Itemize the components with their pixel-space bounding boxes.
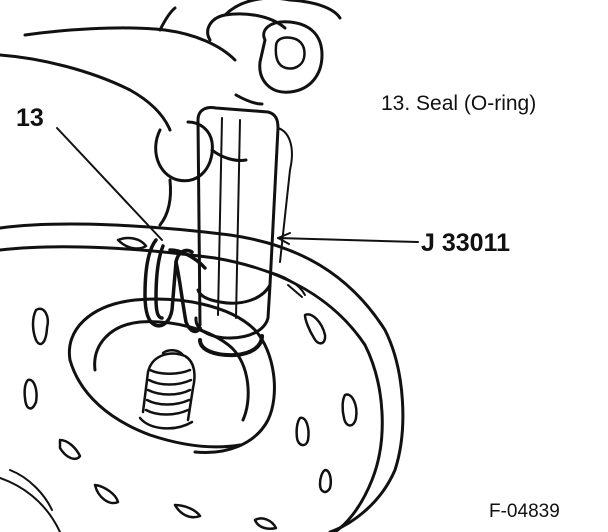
leader-line-j33011 xyxy=(277,237,419,243)
tool-j33011 xyxy=(194,106,293,358)
leader-line-13 xyxy=(56,127,163,241)
tool-label-j33011: J 33011 xyxy=(421,229,510,257)
legend-seal-o-ring: 13. Seal (O-ring) xyxy=(381,92,537,115)
leader-arrow-j33011 xyxy=(277,232,291,245)
o-ring-seal xyxy=(143,238,207,334)
figure-id: F-04839 xyxy=(489,501,560,522)
leader-lines xyxy=(56,127,419,245)
technician-hand xyxy=(0,0,342,227)
housing-drum xyxy=(0,222,405,532)
threaded-shaft xyxy=(138,349,196,430)
callout-13: 13 xyxy=(16,104,44,132)
drum-vent-slots xyxy=(23,236,358,530)
